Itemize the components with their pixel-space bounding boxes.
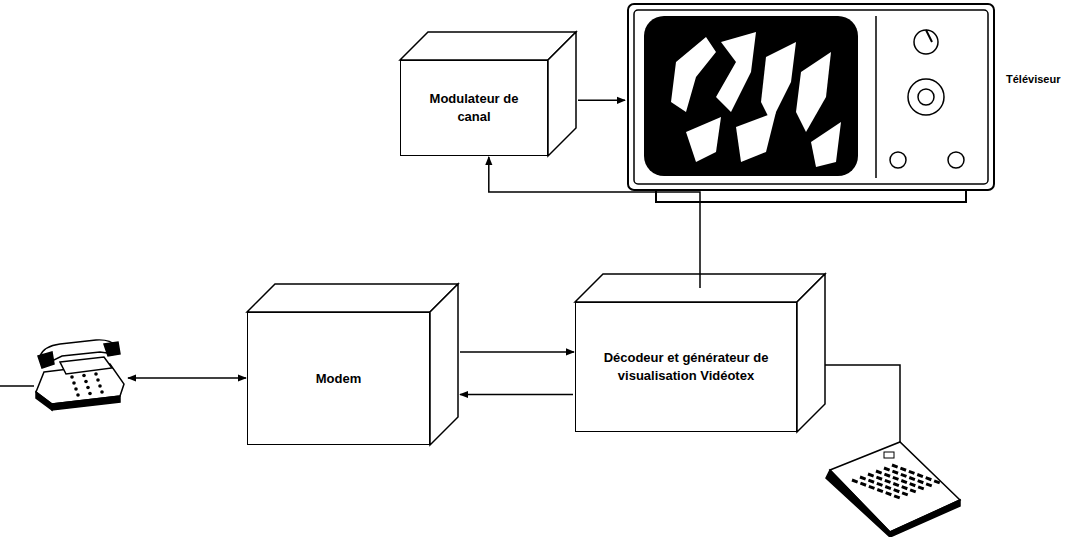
tv-illustration [626, 2, 998, 205]
phone-keypad [70, 372, 104, 397]
keypad-keys [852, 452, 940, 498]
modem-box: Modem [247, 312, 430, 445]
phone-wire [128, 377, 246, 379]
modulator-box: Modulateur de canal [400, 60, 548, 156]
box-face [797, 274, 825, 432]
box-face [247, 284, 458, 312]
decoder-box: Décodeur et générateur de visualisation … [575, 302, 797, 432]
box-label: Modulateur de canal [413, 90, 535, 125]
box-face [430, 284, 458, 445]
telephone [36, 340, 124, 410]
phone-line [0, 385, 34, 387]
keypad [826, 442, 960, 537]
connector-arrow [460, 394, 573, 396]
box-face [400, 32, 576, 60]
box-label: Modem [316, 370, 362, 388]
device-label: Téléviseur [1006, 72, 1060, 87]
connector-arrow [578, 100, 625, 102]
television: Téléviseur [626, 2, 998, 205]
connector-arrow [460, 351, 574, 353]
box-face [548, 32, 576, 156]
box-label: Décodeur et générateur de visualisation … [588, 349, 784, 384]
